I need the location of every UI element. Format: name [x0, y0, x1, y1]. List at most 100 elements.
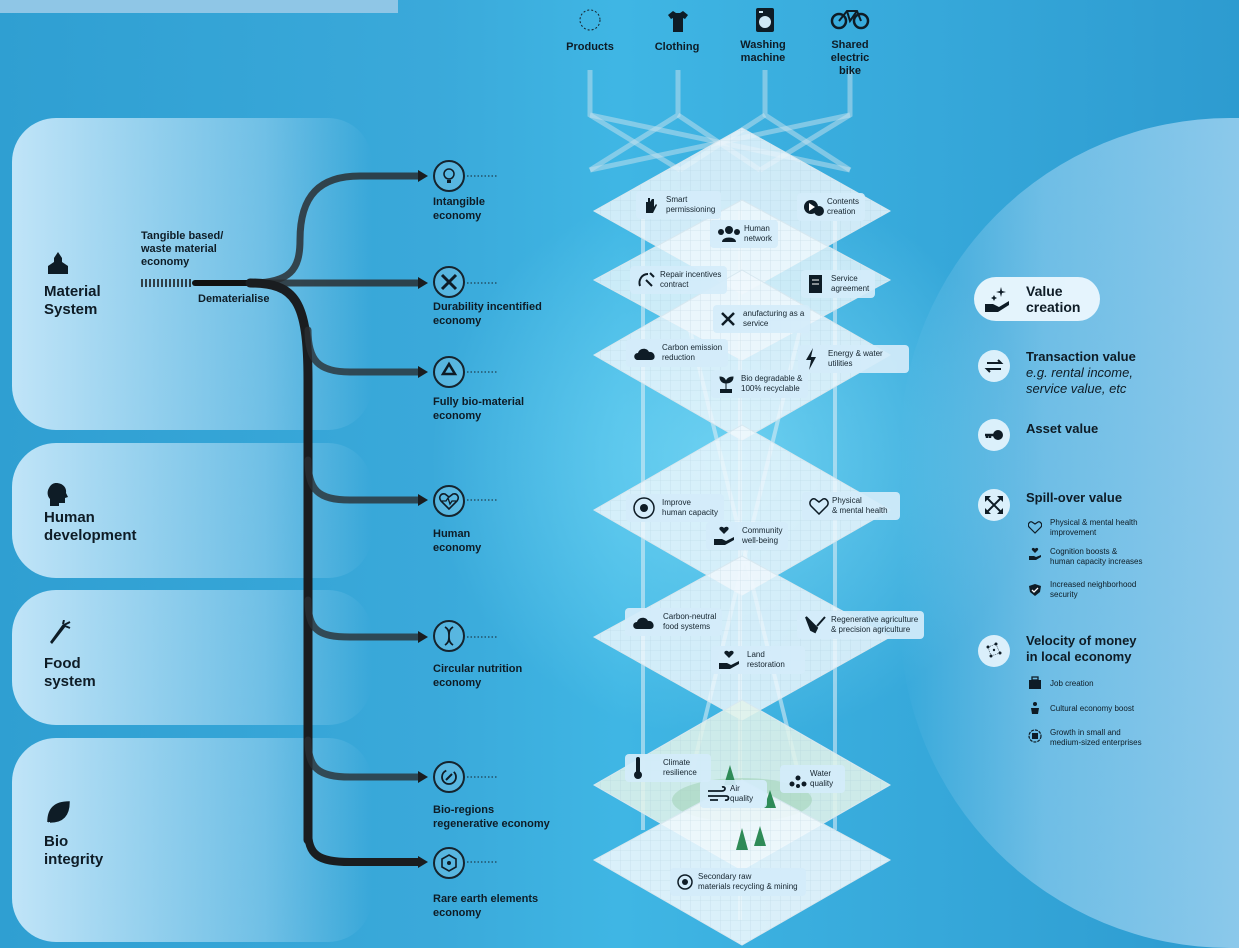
system-label-bio-integrity: Bio integrity [44, 833, 104, 868]
building-icon [48, 252, 68, 274]
branch-tree [192, 172, 422, 866]
tag-contents-creation: Contents creation [797, 193, 866, 221]
tag-service-agreement: Service agreement [801, 270, 876, 298]
economy-label-bio-regions: Bio-regions regenerative economy [433, 804, 550, 830]
tangible-economy-label: Tangible based/ waste material economy [141, 230, 224, 268]
tag-community-well-being: Community well-being [706, 522, 789, 550]
spillover-item-cognition: Cognition boosts & human capacity increa… [1050, 547, 1143, 566]
tag-label: Physical & mental health [832, 496, 888, 515]
tag-label: Carbon emission reduction [662, 343, 723, 362]
economy-label-circular-nutrition: Circular nutrition economy [433, 663, 523, 689]
velocity-title: Velocity of money in local economy [1026, 633, 1137, 664]
tag-label: Climate resilience [663, 758, 697, 777]
system-label-food: Food system [44, 655, 96, 690]
spillover-expand-icon [978, 489, 1010, 521]
top-strip [0, 0, 398, 13]
tag-label: Secondary raw materials recycling & mini… [698, 872, 798, 891]
tag-repair-incentives: Repair incentives contract [630, 266, 728, 294]
tools-icon [721, 312, 735, 326]
wind-icon [708, 785, 730, 802]
tag-energy-water: Energy & water utilities [798, 345, 909, 373]
people-icon [718, 226, 740, 242]
hand-heart-icon [1029, 547, 1041, 560]
tag-label: Bio degradable & 100% recyclable [741, 374, 803, 393]
economy-label-human: Human economy [433, 528, 482, 554]
tag-smart-permissioning: Smart permissioning [636, 191, 722, 219]
tools-icon [433, 266, 465, 298]
tag-manufacturing-service: anufacturing as a service [713, 305, 811, 333]
network-icon [978, 635, 1010, 667]
target-icon [677, 874, 693, 890]
bicycle-icon [830, 10, 870, 30]
tag-bio-degradable: Bio degradable & 100% recyclable [711, 370, 809, 398]
tag-label: Community well-being [742, 526, 783, 545]
velocity-item-smes: Growth in small and medium-sized enterpr… [1050, 728, 1142, 747]
heart-pulse-icon [433, 485, 465, 517]
product-label-clothing: Clothing [654, 41, 700, 53]
spillover-value-title: Spill-over value [1026, 490, 1123, 505]
platform-layers [592, 127, 892, 946]
carrot-icon [50, 620, 71, 644]
economy-label-rare-earth: Rare earth elements economy [433, 893, 539, 919]
product-label-products: Products [566, 41, 614, 53]
spillover-item-security: Increased neighborhood security [1050, 580, 1137, 599]
transaction-value-subtitle: e.g. rental income, service value, etc [1026, 365, 1133, 396]
play-chat-icon [804, 200, 824, 216]
repair-icon [638, 272, 655, 287]
tag-air-quality: Air quality [700, 780, 768, 808]
briefcase-icon [1029, 676, 1041, 689]
hand-heart-icon [719, 650, 739, 669]
value-creation-label: Value creation [1026, 283, 1081, 315]
tag-label: Carbon-neutral food systems [663, 612, 717, 631]
tag-label: anufacturing as a service [743, 309, 805, 328]
thermometer-icon [634, 757, 642, 779]
asset-value-title: Asset value [1026, 421, 1099, 436]
hand-heart-icon [714, 526, 734, 545]
velocity-item-cultural: Cultural economy boost [1050, 704, 1135, 713]
recycle-icon [433, 356, 465, 388]
dematerialise-label: Dematerialise [198, 293, 270, 305]
tag-land-restoration: Land restoration [711, 646, 805, 674]
tag-label: Energy & water utilities [828, 349, 883, 368]
economy-label-intangible: Intangible economy [433, 196, 485, 222]
tag-label: Regenerative agriculture & precision agr… [831, 615, 919, 634]
tag-regenerative-agriculture: Regenerative agriculture & precision agr… [797, 611, 925, 639]
cloud-icon [634, 348, 655, 360]
spillover-item-health: Physical & mental health improvement [1050, 518, 1138, 537]
velocity-item-job-creation: Job creation [1050, 679, 1094, 688]
shield-icon [1029, 584, 1041, 596]
tag-label: Service agreement [831, 274, 870, 293]
cloud-icon [633, 617, 654, 629]
head-icon [47, 483, 68, 506]
tag-secondary-raw-materials: Secondary raw materials recycling & mini… [670, 868, 806, 896]
transaction-icon [978, 350, 1010, 382]
document-icon [809, 275, 822, 293]
tag-label: Air quality [730, 784, 754, 803]
product-label-shared-electric-bike: Shared electric bike [830, 39, 870, 77]
economy-label-bio-material: Fully bio-material economy [433, 396, 525, 422]
tag-label: Contents creation [827, 197, 860, 216]
leaf-icon [47, 801, 70, 823]
tag-human-network: Human network [710, 220, 779, 248]
key-icon [978, 419, 1010, 451]
tag-label: Human network [744, 224, 773, 243]
system-label-human-development: Human development [44, 509, 137, 544]
hatch-marks [141, 279, 191, 287]
value-hand-icon [985, 287, 1009, 312]
tag-label: Land restoration [747, 650, 785, 669]
farm-tools-icon [805, 616, 826, 634]
transaction-value-title: Transaction value [1026, 349, 1136, 364]
tag-label: Water quality [810, 769, 834, 788]
washing-machine-icon [756, 8, 774, 32]
heart-pulse-icon [1028, 521, 1042, 534]
eco-leaf-icon [433, 761, 465, 793]
product-label-washing-machine: Washing machine [740, 39, 786, 64]
culture-icon [1031, 702, 1039, 714]
tag-carbon-neutral-food: Carbon-neutral food systems [625, 608, 723, 636]
tag-label: Repair incentives contract [660, 270, 722, 289]
tag-improve-human-capacity: Improve human capacity [626, 494, 725, 522]
economy-label-durability: Durability incentified economy [433, 301, 542, 327]
brain-icon [633, 497, 655, 519]
lightning-icon [806, 348, 816, 370]
